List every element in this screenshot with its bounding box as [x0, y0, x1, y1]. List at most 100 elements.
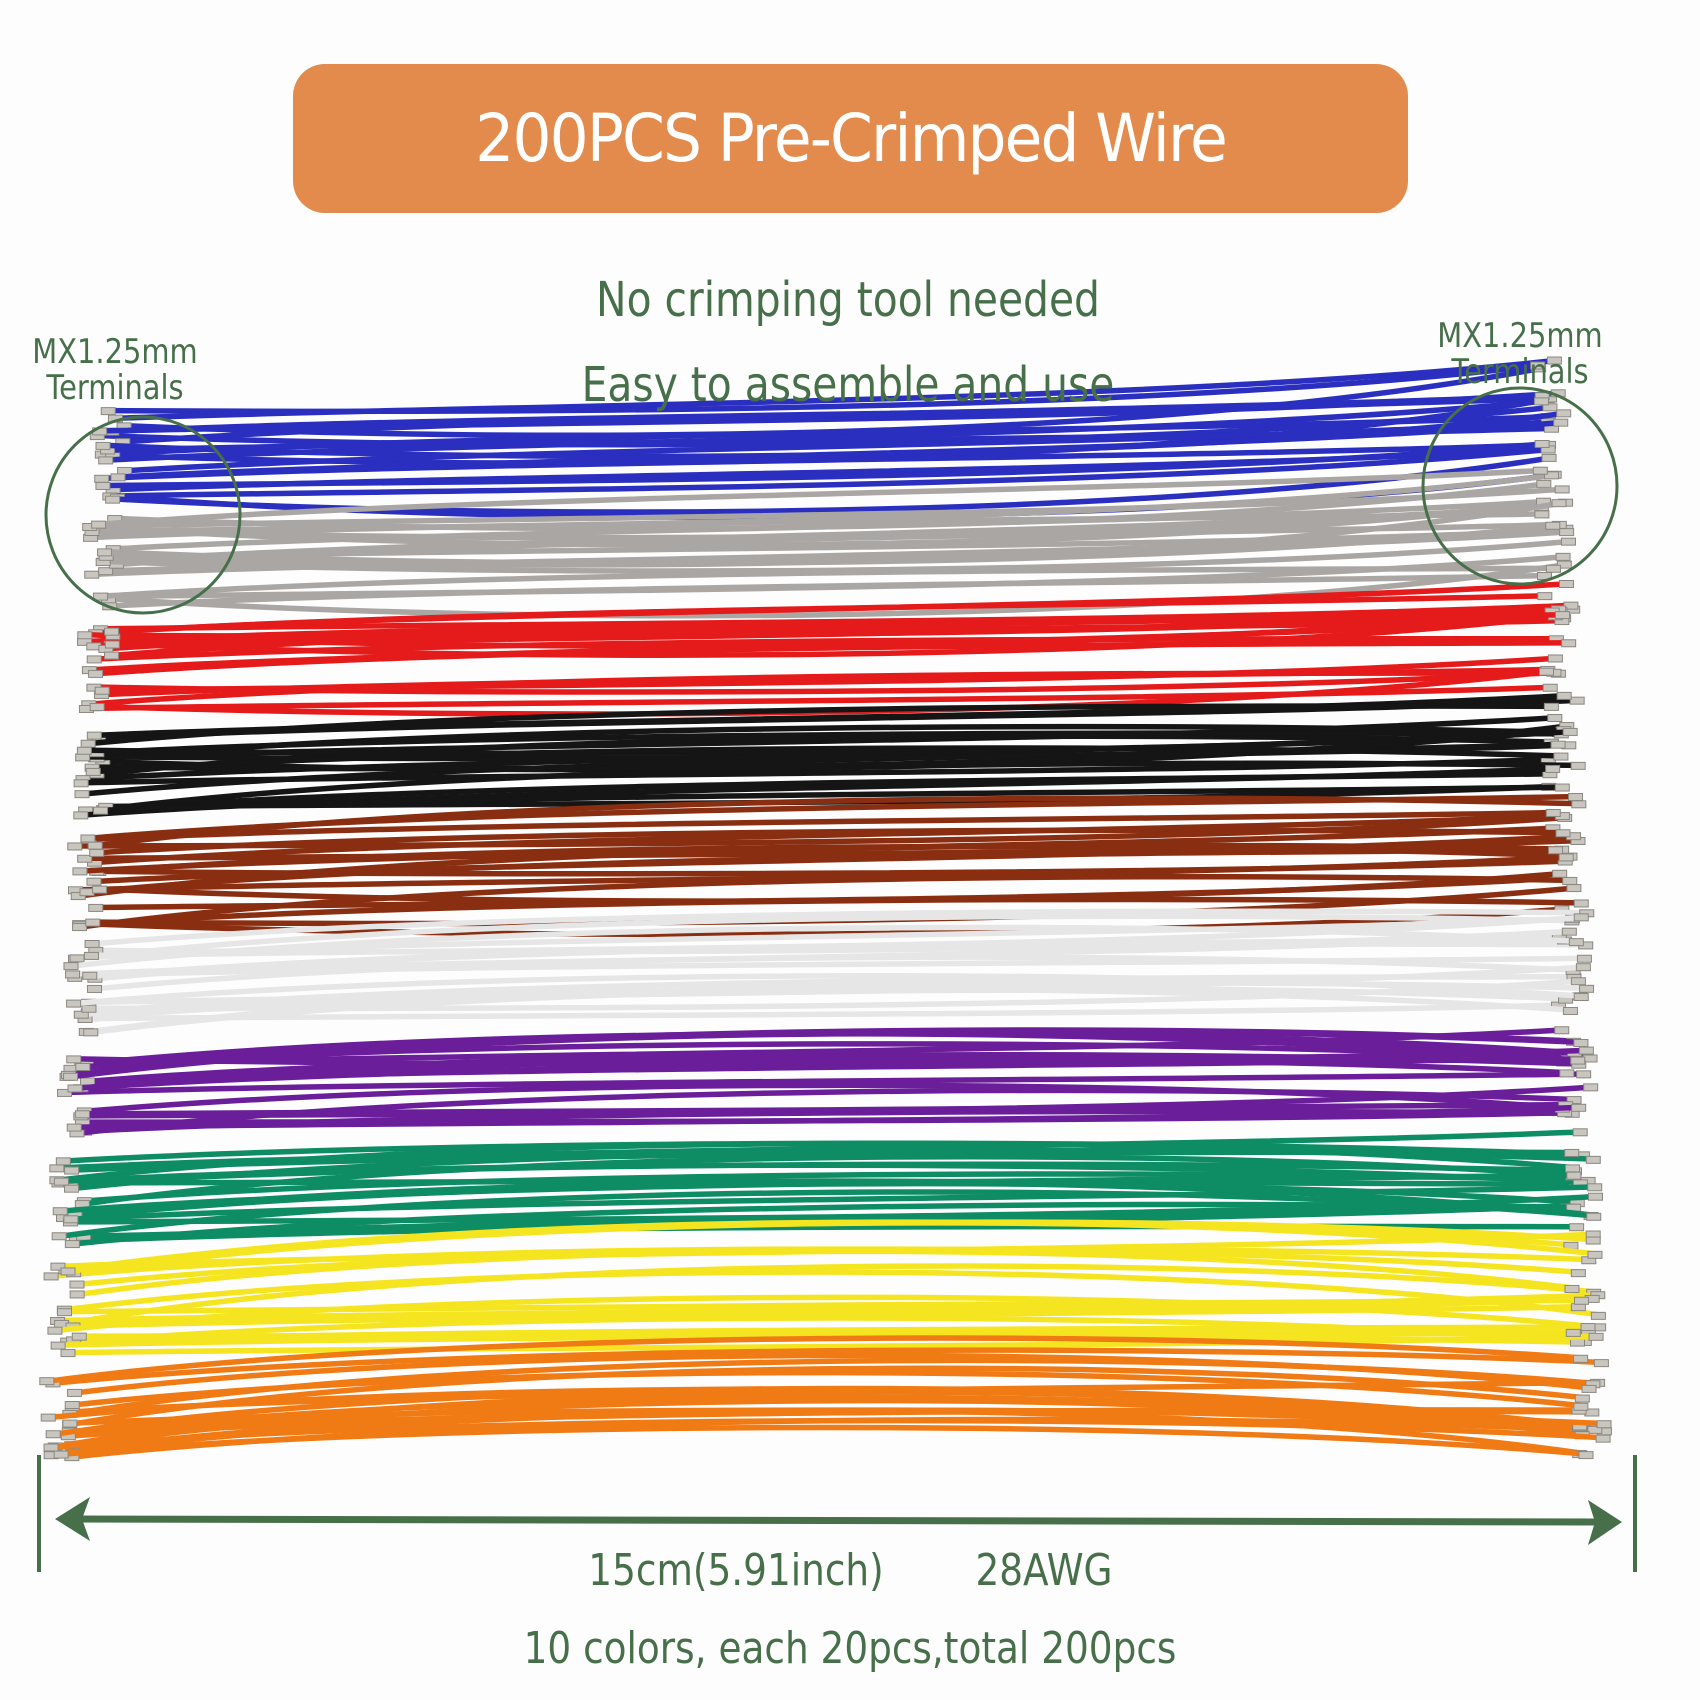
wire [117, 613, 1561, 658]
terminal-crimp [1533, 397, 1549, 406]
wire [97, 726, 1570, 772]
terminal-crimp [66, 1123, 82, 1132]
wire [94, 955, 1590, 979]
wire [103, 467, 1546, 527]
terminal-crimp [57, 1308, 73, 1317]
terminal-crimp [85, 767, 101, 776]
terminal-crimp [1569, 696, 1585, 705]
terminal-crimp [1576, 954, 1592, 963]
terminal-crimp [1537, 592, 1553, 601]
terminal-crimp [47, 1326, 63, 1335]
terminal-crimp [89, 848, 105, 857]
terminal-crimp [72, 867, 88, 876]
terminal-crimp [1572, 1128, 1588, 1137]
terminal-crimp [82, 971, 98, 980]
wire [77, 1201, 1579, 1247]
terminal-crimp [95, 481, 111, 490]
terminal-crimp [72, 923, 88, 932]
wire [75, 1184, 1600, 1222]
terminal-crimp [69, 1290, 85, 1299]
terminal-crimp [69, 1280, 85, 1289]
wire [89, 728, 1576, 756]
terminal-crimp [88, 669, 104, 678]
terminal-crimp [1587, 1183, 1603, 1192]
wire [118, 498, 1549, 552]
terminal-crimp [1550, 740, 1566, 749]
wire [72, 1333, 1602, 1356]
terminal-crimp [1566, 884, 1582, 893]
terminal-crimp [1587, 1250, 1603, 1259]
terminal-crimp [1573, 1402, 1589, 1411]
terminal-crimp [1578, 1046, 1594, 1055]
terminal-crimp [1545, 764, 1561, 773]
wire [109, 522, 1559, 566]
terminal-crimp [95, 441, 111, 450]
wire [78, 1047, 1592, 1067]
wire [90, 1002, 1564, 1022]
terminal-crimp [85, 918, 101, 927]
terminal-crimp [1554, 783, 1570, 792]
length-text: 15cm(5.91inch) [588, 1545, 884, 1596]
wire [102, 404, 1556, 448]
wire [87, 1041, 1583, 1070]
terminal-crimp [66, 999, 82, 1008]
terminal-crimp [1544, 471, 1560, 480]
terminal-crimp [1547, 654, 1563, 663]
terminal-crimp [98, 456, 114, 465]
terminal-crimp [1554, 485, 1570, 494]
terminal-crimp [1585, 1236, 1601, 1245]
terminal-crimp [1555, 829, 1571, 838]
terminal-crimp [1570, 1269, 1586, 1278]
terminal-crimp [1541, 453, 1557, 462]
terminal-crimp [55, 1157, 71, 1166]
left-terminal-label: MX1.25mm Terminals [32, 334, 197, 406]
terminal-crimp [62, 1419, 78, 1428]
wire [127, 392, 1548, 445]
terminal-crimp [105, 495, 121, 504]
terminal-crimp [1542, 683, 1558, 692]
terminal-crimp [1561, 639, 1577, 648]
wire [116, 611, 1568, 658]
terminal-crimp [57, 1088, 73, 1097]
terminal-crimp [1542, 403, 1558, 412]
wire [113, 362, 1544, 415]
terminal-crimp [53, 1450, 69, 1459]
terminal-crimp [64, 1240, 80, 1249]
terminal-crimp [81, 1004, 97, 1013]
terminal-crimp [77, 631, 93, 640]
wire [91, 684, 1556, 712]
wire [65, 1424, 1592, 1458]
right-terminal-circle [1421, 386, 1619, 586]
terminal-crimp [74, 1110, 90, 1119]
terminal-crimp [51, 1232, 67, 1241]
terminal-crimp [1573, 1354, 1589, 1363]
terminal-crimp [1573, 899, 1589, 908]
wire [107, 440, 1548, 489]
wire [80, 913, 1577, 962]
terminal-crimp [100, 407, 116, 416]
wire [116, 580, 1572, 634]
terminal-crimp [74, 790, 90, 799]
wire [65, 1172, 1579, 1214]
terminal-crimp [93, 592, 109, 601]
wire [89, 1082, 1568, 1114]
terminal-crimp [64, 1401, 80, 1410]
terminal-crimp [1564, 1148, 1580, 1157]
terminal-crimp [1561, 927, 1577, 936]
terminal-crimp [1548, 846, 1564, 855]
terminal-crimp [1596, 1420, 1612, 1429]
wire [101, 730, 1567, 756]
terminal-crimp [1560, 537, 1576, 546]
terminal-crimp [52, 1207, 68, 1216]
wire [86, 1154, 1579, 1207]
terminal-crimp [1588, 1332, 1604, 1341]
terminal-crimp [1583, 1083, 1599, 1092]
terminal-crimp [1559, 1069, 1575, 1078]
terminal-crimp [86, 655, 102, 664]
left-label-line2: Terminals [46, 368, 184, 408]
summary-text: 10 colors, each 20pcs,total 200pcs [523, 1623, 1177, 1674]
terminal-crimp [45, 1430, 61, 1439]
wire [51, 1335, 1586, 1384]
